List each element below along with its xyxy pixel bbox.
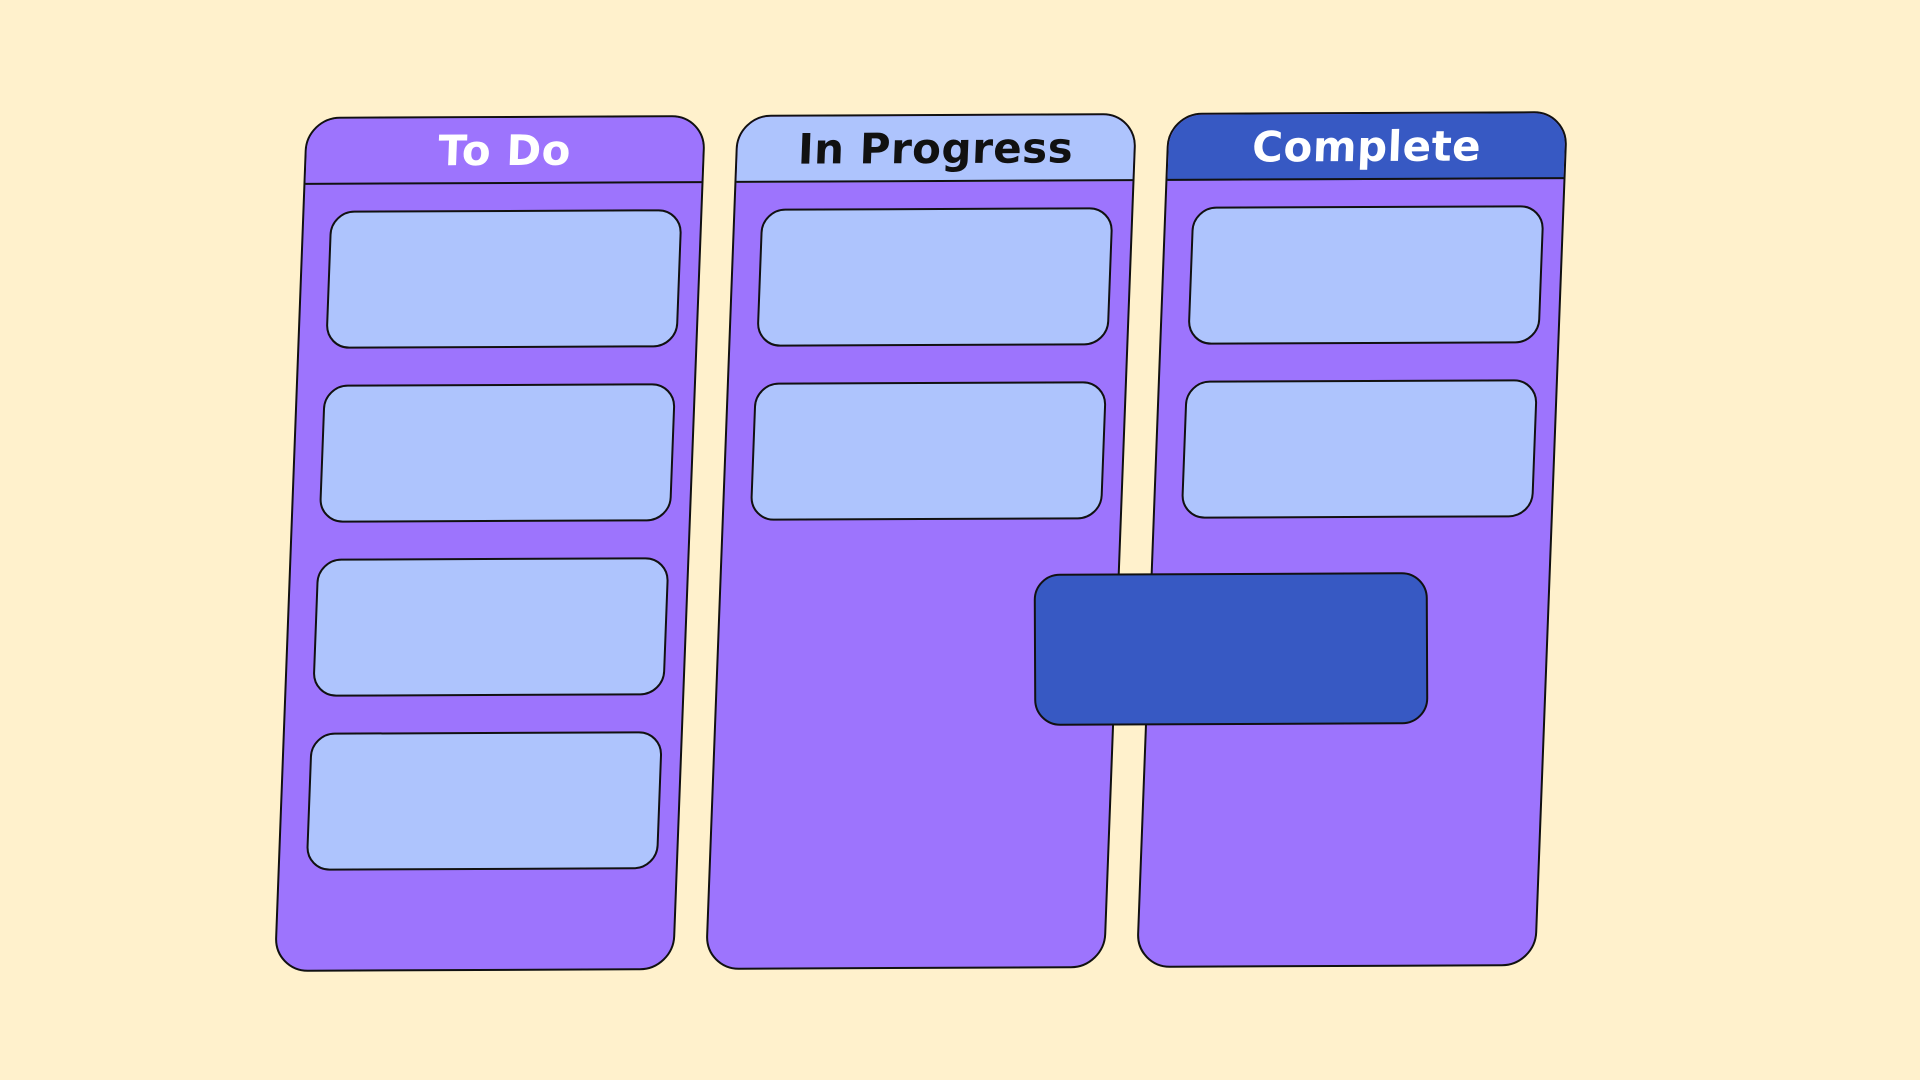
task-card[interactable] [305, 731, 663, 871]
column-in-progress: In Progress [704, 113, 1138, 970]
column-header-in-progress: In Progress [736, 115, 1135, 183]
task-card[interactable] [756, 207, 1114, 347]
column-header-complete: Complete [1167, 113, 1566, 181]
column-title-in-progress: In Progress [797, 122, 1075, 174]
task-card[interactable] [318, 383, 676, 523]
column-header-todo: To Do [305, 117, 704, 185]
column-title-todo: To Do [437, 125, 573, 175]
column-todo: To Do [273, 115, 707, 972]
task-card[interactable] [1180, 379, 1538, 519]
task-card[interactable] [1187, 205, 1545, 345]
column-complete: Complete [1135, 111, 1569, 968]
task-card[interactable] [749, 381, 1107, 521]
task-card[interactable] [312, 557, 670, 697]
dragging-task-card[interactable] [1033, 572, 1429, 726]
column-title-complete: Complete [1251, 121, 1483, 171]
task-card[interactable] [325, 209, 683, 349]
